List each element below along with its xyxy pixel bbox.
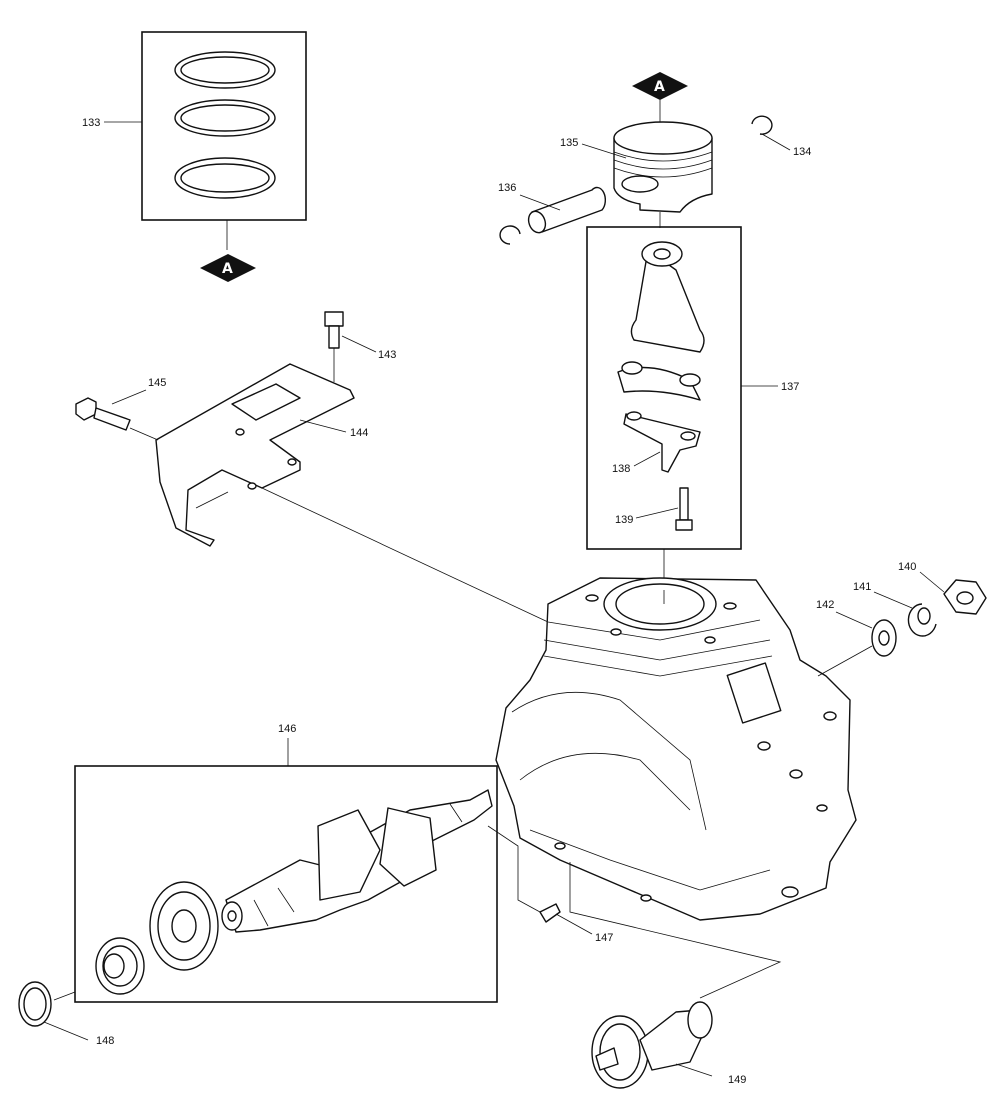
piston-ring-top (174, 51, 276, 89)
oil-seal (18, 981, 52, 1027)
bracket-flange-bolt (75, 397, 131, 431)
callout-142: 142 (816, 599, 834, 611)
callout-149: 149 (728, 1074, 746, 1086)
piston-ring-set-group: A (104, 31, 307, 282)
callout-146: 146 (278, 723, 296, 735)
piston-ring-middle (174, 99, 276, 137)
crankshaft-box (74, 765, 498, 1003)
reference-tag-a-right-text: A (654, 79, 665, 95)
piston-assembly-group: A (499, 72, 791, 245)
bracket-bolt-small (324, 311, 344, 349)
callout-135: 135 (560, 137, 578, 149)
hex-nut (943, 579, 987, 615)
crankcase (495, 577, 857, 921)
reference-tag-a-right: A (632, 72, 688, 100)
callout-138: 138 (612, 463, 630, 475)
crankshaft (221, 789, 493, 933)
piston-pin (527, 186, 607, 234)
callout-133: 133 (82, 117, 100, 129)
reference-tag-a-left: A (200, 254, 256, 282)
mounting-bracket (155, 363, 355, 547)
woodruff-key (539, 903, 561, 923)
callout-136: 136 (498, 182, 516, 194)
callout-143: 143 (378, 349, 396, 361)
connecting-rod-group (586, 226, 778, 590)
oil-dipper (623, 411, 701, 473)
bracket-group (75, 311, 549, 623)
callout-147: 147 (595, 932, 613, 944)
camshaft (591, 1001, 713, 1089)
crankshaft-gear-small (95, 937, 145, 995)
spring-washer (907, 603, 937, 637)
callout-137: 137 (781, 381, 799, 393)
connecting-rod (630, 241, 705, 353)
flat-washer (871, 619, 897, 657)
callout-labels: 133 134 135 136 137 138 139 140 141 142 … (82, 117, 916, 1086)
crankshaft-gear-large (149, 881, 219, 971)
rod-bearing-cap (617, 361, 701, 401)
piston-pin-clip-right (751, 115, 773, 135)
piston (613, 121, 713, 213)
callout-140: 140 (898, 561, 916, 573)
piston-ring-oil (174, 157, 276, 199)
piston-pin-clip-left (499, 225, 521, 245)
callout-144: 144 (350, 427, 368, 439)
callout-148: 148 (96, 1035, 114, 1047)
callout-134: 134 (793, 146, 811, 158)
callout-145: 145 (148, 377, 166, 389)
callout-141: 141 (853, 581, 871, 593)
crankshaft-group (74, 738, 498, 1003)
piston-ring-box (141, 31, 307, 221)
reference-tag-a-left-text: A (222, 261, 233, 277)
connecting-rod-bolt (675, 487, 693, 531)
callout-139: 139 (615, 514, 633, 526)
